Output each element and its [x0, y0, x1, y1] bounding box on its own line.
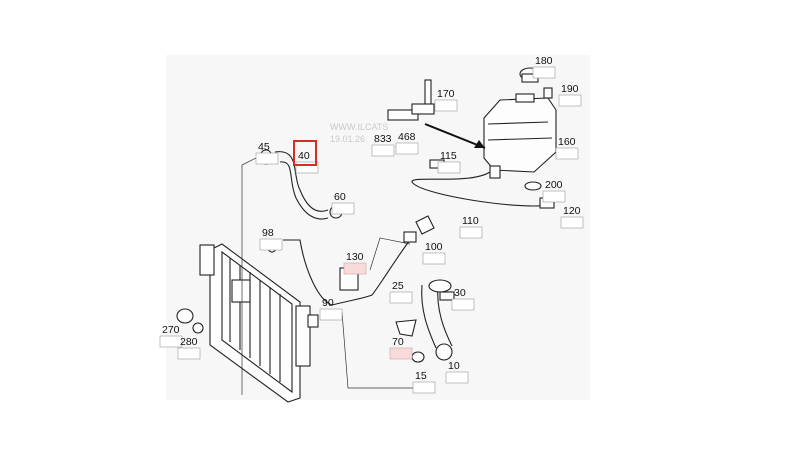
lower-hose[interactable] [421, 284, 437, 349]
leader-90 [341, 311, 420, 389]
upper-hose[interactable] [274, 151, 329, 212]
callout-label-280[interactable]: 280 [180, 336, 198, 348]
callout-label-468[interactable]: 468 [398, 131, 416, 143]
callout-box-270[interactable] [159, 335, 183, 348]
callout-label-115[interactable]: 115 [440, 150, 457, 162]
callout-label-200[interactable]: 200 [545, 179, 563, 191]
callout-box-200[interactable] [542, 190, 566, 203]
callout-box-45[interactable] [255, 152, 279, 165]
callout-box-170[interactable] [434, 99, 458, 112]
callout-box-15[interactable] [412, 381, 436, 394]
callout-box-110[interactable] [459, 226, 483, 239]
bracket-bolt[interactable] [387, 79, 435, 121]
lower-hose-outlet [435, 343, 453, 361]
watermark-line2: 19.01.26 [330, 134, 365, 144]
callout-label-90[interactable]: 90 [322, 297, 334, 309]
clamp-30[interactable] [439, 291, 455, 301]
clip-70[interactable] [395, 319, 417, 337]
callout-box-70[interactable] [389, 347, 413, 360]
level-sensor[interactable] [543, 87, 553, 99]
callout-label-270[interactable]: 270 [162, 324, 180, 336]
callout-box-98[interactable] [259, 238, 283, 251]
callout-label-120[interactable]: 120 [563, 205, 581, 217]
callout-box-90[interactable] [319, 308, 343, 321]
leader-45 [241, 154, 263, 395]
seal-15[interactable] [411, 351, 425, 363]
callout-label-170[interactable]: 170 [437, 88, 455, 100]
callout-box-25[interactable] [389, 291, 413, 304]
clip-100[interactable] [415, 215, 435, 235]
callout-box-833[interactable] [371, 144, 395, 157]
direction-arrow [424, 123, 486, 149]
callout-label-10[interactable]: 10 [448, 360, 460, 372]
callout-box-60[interactable] [331, 202, 355, 215]
bleed-pipe[interactable] [283, 239, 411, 306]
callout-box-10[interactable] [445, 371, 469, 384]
callout-box-130[interactable] [343, 262, 367, 275]
callout-label-40[interactable]: 40 [298, 150, 310, 162]
watermark-line1: WWW.ILCATS [330, 122, 388, 132]
callout-box-100[interactable] [422, 252, 446, 265]
radiator[interactable] [199, 243, 311, 403]
callout-label-25[interactable]: 25 [392, 280, 404, 292]
lower-hose-end [428, 279, 452, 293]
callout-box-115[interactable] [437, 161, 461, 174]
callout-label-60[interactable]: 60 [334, 191, 346, 203]
cap-270[interactable] [176, 308, 194, 324]
callout-label-98[interactable]: 98 [262, 227, 274, 239]
leader-130 [369, 237, 411, 271]
callout-box-40[interactable] [295, 161, 319, 174]
callout-box-120[interactable] [560, 216, 584, 229]
callout-label-100[interactable]: 100 [425, 241, 443, 253]
upper-hose-inner [279, 161, 329, 220]
callout-label-130[interactable]: 130 [346, 251, 364, 263]
pipe-fitting[interactable] [403, 231, 417, 243]
expansion-tank[interactable] [483, 93, 557, 179]
callout-box-160[interactable] [555, 147, 579, 160]
callout-label-30[interactable]: 30 [454, 287, 466, 299]
callout-box-280[interactable] [177, 347, 201, 360]
callout-label-160[interactable]: 160 [558, 136, 576, 148]
callout-label-45[interactable]: 45 [258, 141, 270, 153]
overflow-hose[interactable] [411, 171, 549, 207]
callout-box-180[interactable] [532, 66, 556, 79]
callout-label-70[interactable]: 70 [392, 336, 404, 348]
callout-label-15[interactable]: 15 [415, 370, 427, 382]
callout-label-833[interactable]: 833 [374, 133, 392, 145]
plug-90[interactable] [307, 314, 319, 328]
highlight-frame [293, 140, 317, 166]
grommet-200[interactable] [524, 181, 542, 191]
arrowhead [474, 140, 485, 148]
callout-box-468[interactable] [395, 142, 419, 155]
callout-label-190[interactable]: 190 [561, 83, 579, 95]
callout-label-180[interactable]: 180 [535, 55, 553, 67]
callout-box-190[interactable] [558, 94, 582, 107]
callout-box-30[interactable] [451, 298, 475, 311]
seal-280[interactable] [192, 322, 204, 334]
callout-label-110[interactable]: 110 [462, 215, 479, 227]
callout-layer: 180 190 170 468 833 160 45 40 115 200 60 120 110 98 10… [159, 55, 584, 394]
